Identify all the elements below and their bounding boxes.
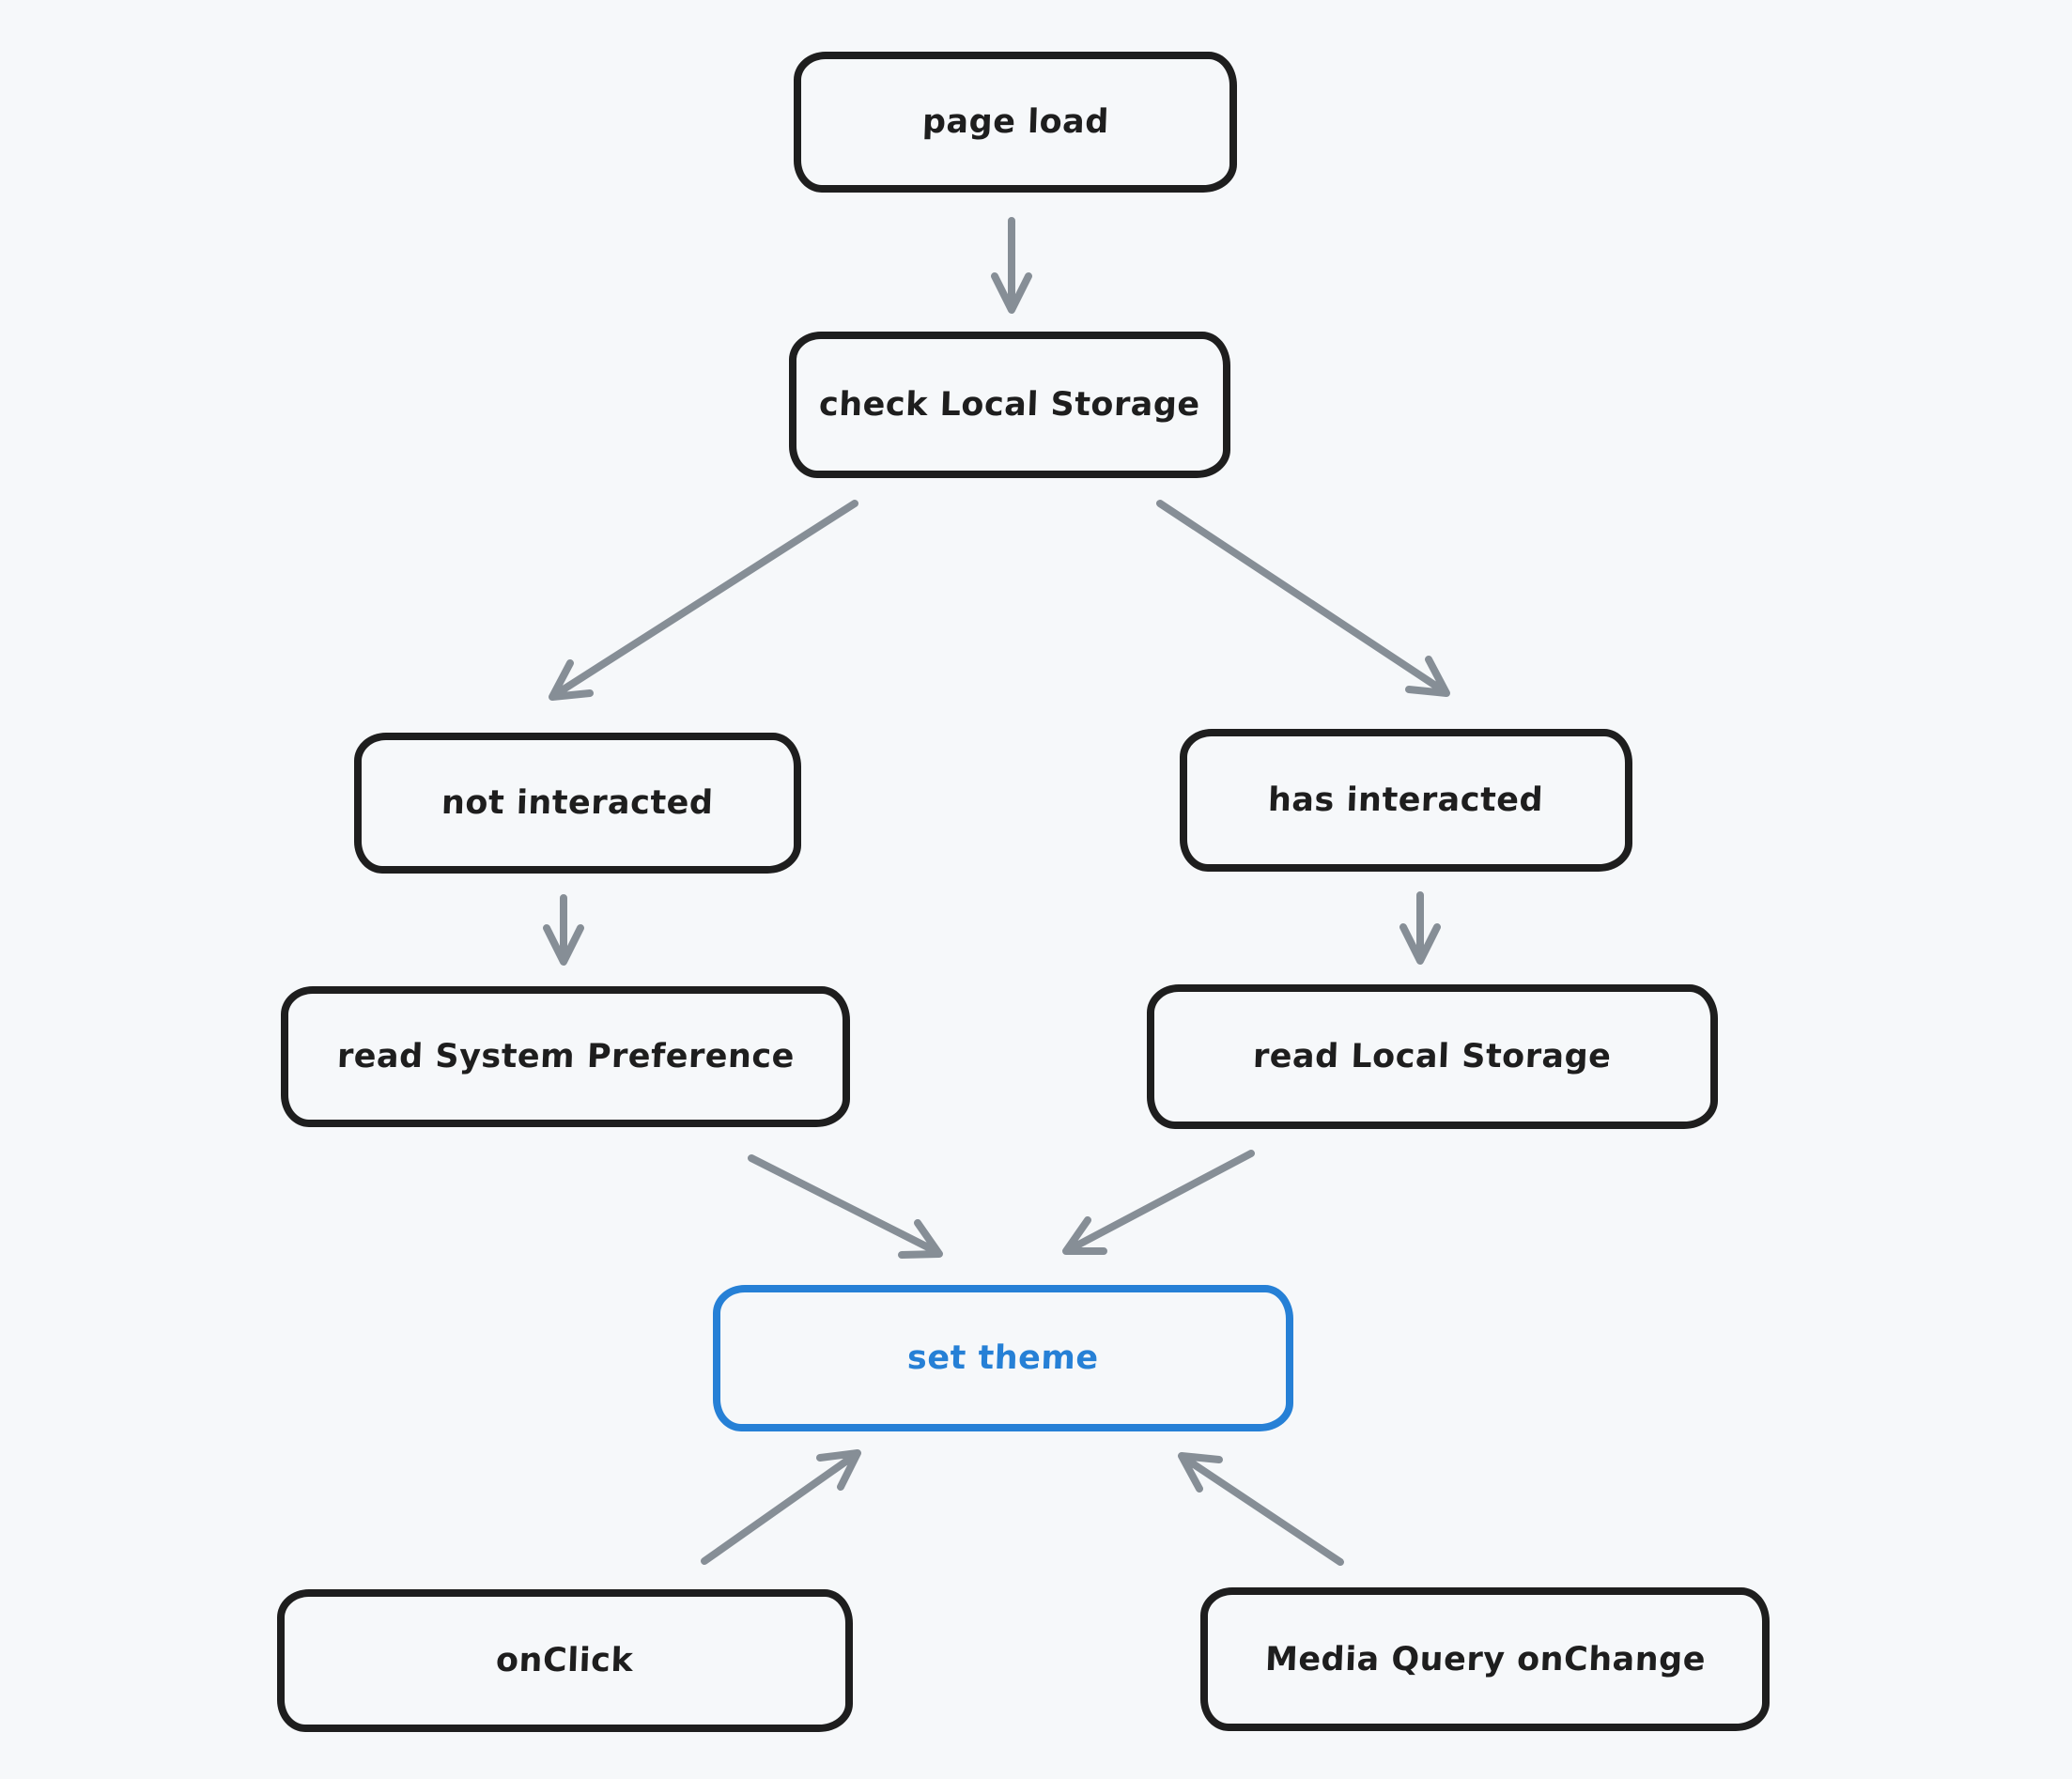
node-media-query-onchange-label: Media Query onChange bbox=[1263, 1640, 1707, 1678]
arrow-media-query-onchange-to-set-theme[interactable] bbox=[1178, 1452, 1344, 1566]
node-not-interacted[interactable]: not interacted bbox=[354, 733, 801, 874]
arrow-read-local-storage-to-set-theme[interactable] bbox=[1062, 1150, 1255, 1255]
arrow-page-load-to-check-local-storage[interactable] bbox=[991, 217, 1032, 314]
node-page-load-label: page load bbox=[920, 103, 1110, 141]
node-has-interacted-label: has interacted bbox=[1267, 781, 1545, 819]
node-media-query-onchange[interactable]: Media Query onChange bbox=[1200, 1587, 1770, 1731]
node-read-system-preference[interactable]: read System Preference bbox=[281, 986, 850, 1127]
node-on-click-label: onClick bbox=[495, 1642, 635, 1679]
node-set-theme[interactable]: set theme bbox=[713, 1285, 1293, 1431]
node-has-interacted[interactable]: has interacted bbox=[1180, 729, 1632, 872]
node-set-theme-label: set theme bbox=[906, 1339, 1100, 1377]
node-on-click[interactable]: onClick bbox=[277, 1589, 853, 1732]
arrow-has-interacted-to-read-local-storage[interactable] bbox=[1399, 891, 1441, 965]
arrow-check-local-storage-to-not-interacted[interactable] bbox=[549, 500, 858, 701]
node-page-load[interactable]: page load bbox=[794, 52, 1237, 193]
arrow-check-local-storage-to-has-interacted[interactable] bbox=[1156, 500, 1450, 697]
arrow-read-system-preference-to-set-theme[interactable] bbox=[748, 1154, 943, 1259]
node-check-local-storage-label: check Local Storage bbox=[818, 386, 1201, 424]
node-read-local-storage-label: read Local Storage bbox=[1252, 1038, 1613, 1075]
node-read-local-storage[interactable]: read Local Storage bbox=[1147, 984, 1718, 1129]
arrow-on-click-to-set-theme[interactable] bbox=[701, 1449, 861, 1565]
node-not-interacted-label: not interacted bbox=[441, 784, 715, 822]
node-read-system-preference-label: read System Preference bbox=[335, 1038, 796, 1075]
arrow-not-interacted-to-read-system-preference[interactable] bbox=[543, 894, 584, 966]
node-check-local-storage[interactable]: check Local Storage bbox=[789, 332, 1230, 478]
